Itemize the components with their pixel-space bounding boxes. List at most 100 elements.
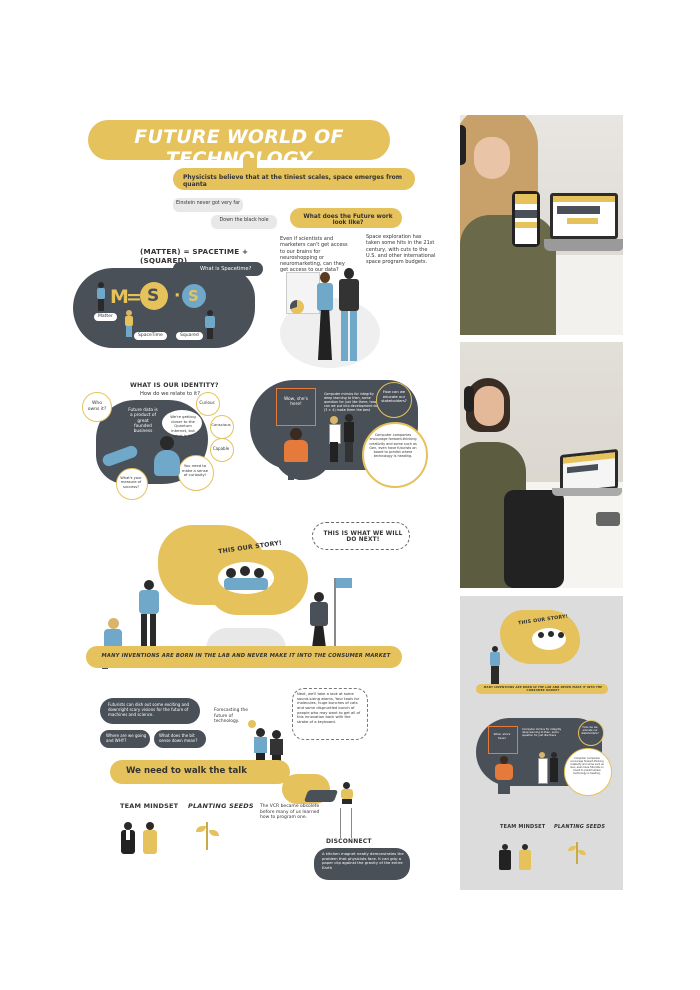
matter-tag: Matter <box>94 313 117 321</box>
s-letter-left: S <box>147 286 160 306</box>
scientists-text: Even if scientists and marketers can't g… <box>280 236 348 274</box>
thumb-wow-text: Wow, she's here! <box>493 732 511 740</box>
infographic: FUTURE WORLD OF TECHNOLOGY Physicists be… <box>58 110 443 905</box>
flag <box>336 578 352 588</box>
phone-device <box>512 191 540 247</box>
thumb-team-heading: TEAM MINDSET <box>500 824 546 830</box>
thumb-person-b <box>548 631 554 637</box>
person-spacetime-figure <box>124 310 134 338</box>
walk-talk-text: We need to walk the talk <box>126 766 247 776</box>
curious-text: Curious <box>199 400 215 405</box>
thumbnail-panel: THIS OUR STORY! MANY INVENTIONS ARE BORN… <box>460 596 623 890</box>
closer-bubble <box>162 410 202 436</box>
thumb-team-man <box>498 844 512 870</box>
identity-heading: WHAT IS OUR IDENTITY? <box>130 382 219 389</box>
stakeholders-text: How can we educate our stakeholders? <box>381 390 407 404</box>
spacetime-tag: SpaceTime <box>134 332 167 340</box>
spacetime-question-pill <box>173 262 263 276</box>
photo-woman-laptop <box>460 342 623 588</box>
page-title: FUTURE WORLD OF TECHNOLOGY <box>134 126 344 170</box>
next-long-text: Next, we'll take a look at some sound-si… <box>297 692 361 724</box>
person-corporate-man <box>343 414 355 462</box>
person-squared-figure <box>204 310 216 340</box>
bit-mean-box <box>154 730 206 748</box>
person-corporate-woman <box>328 416 341 462</box>
quanta-banner <box>173 168 415 190</box>
pie-chart <box>290 300 304 314</box>
person-laptop-sitting <box>340 782 354 806</box>
thumb-seeds-heading: PLANTING SEEDS <box>554 824 606 830</box>
thumb-corp-frame <box>488 726 518 754</box>
inventions-banner <box>86 646 402 668</box>
planting-seeds-heading: PLANTING SEEDS <box>188 802 254 810</box>
disconnect-heading: DISCONNECT <box>326 838 372 845</box>
person-orange-sweater <box>282 428 310 482</box>
next-text: THIS IS WHAT WE WILL DO NEXT! <box>323 531 403 543</box>
squared-tag: Squared <box>176 332 203 340</box>
equals-letter: = <box>126 286 143 308</box>
thumb-person-standing <box>488 646 502 686</box>
corporate-text: Computer mimics for integrity deep learn… <box>324 392 381 413</box>
thumb-plant-leaf-r <box>578 850 586 855</box>
plant-leaf-right <box>209 830 219 836</box>
next-text-box <box>292 688 368 740</box>
future-work-pill <box>290 208 402 228</box>
person-standing-blue <box>136 580 162 652</box>
futurists-text: Futurists can dish out some exciting and… <box>108 702 190 717</box>
thumb-corp-text: Computer mimics for integrity deep learn… <box>522 728 562 738</box>
who-owns-circle <box>82 392 112 422</box>
thumb-stakeholders-text: How can we educate our stakeholders? <box>581 726 599 736</box>
thumb-person-pair <box>538 752 560 784</box>
flag-pole <box>334 578 336 646</box>
inventions-text: MANY INVENTIONS ARE BORN IN THE LAB AND … <box>101 653 391 659</box>
quanta-text: Physicists believe that at the tiniest s… <box>183 174 403 188</box>
stakeholders-circle <box>376 382 412 418</box>
vcr-text: The VCR became obsolete before many of u… <box>260 804 320 821</box>
bit-mean-text: What does the bit sense down mean? <box>159 733 198 743</box>
s-circle-left <box>140 282 168 310</box>
who-owns-text: Who owns it? <box>87 401 107 412</box>
capable-text: Capable <box>212 446 230 451</box>
person-woman-black-dress <box>314 272 336 362</box>
thumb-inventions-text: MANY INVENTIONS ARE BORN IN THE LAB AND … <box>483 686 603 692</box>
corporate-frame <box>276 388 316 426</box>
futurists-box <box>100 698 200 724</box>
s-circle-right <box>182 284 206 308</box>
thumb-stakeholders-circle <box>578 720 604 746</box>
thumb-plant-leaf-l <box>568 846 576 851</box>
laptop-platform <box>303 790 339 802</box>
thumb-plant-stem <box>576 842 578 864</box>
team-mindset-heading: TEAM MINDSET <box>120 802 179 810</box>
curious-circle <box>196 392 220 416</box>
curiosity-text: You need to make a sense of curiosity! <box>181 463 209 478</box>
magnet-box <box>314 848 410 880</box>
person-man-blue-pants <box>336 268 362 364</box>
title-banner <box>88 120 390 160</box>
companies-text: Computer companies encourage forward-thi… <box>369 433 417 459</box>
photo-woman-phone <box>460 115 623 335</box>
thumb-companies-text: Computer companies encourage forward-thi… <box>570 757 604 775</box>
companies-circle <box>362 422 428 488</box>
blackhole-pill: Down the black hole <box>211 215 277 229</box>
walk-talk-banner <box>110 760 290 784</box>
future-data-box: Future data is a product of great founde… <box>128 408 158 435</box>
thumb-person-c <box>558 632 564 638</box>
idea-bulb <box>248 720 256 728</box>
identity-subheading: How do we relate to it? <box>140 391 200 397</box>
person-woman-flag <box>308 592 330 650</box>
ladder-icon <box>340 808 352 838</box>
story-person-3 <box>254 568 264 578</box>
dot-letter: · <box>174 286 181 306</box>
where-going-text: Where are we going and WHY? <box>106 733 147 743</box>
thumb-person-orange <box>494 756 514 794</box>
capable-circle <box>210 438 234 462</box>
forecasting-text: Forecasting the future of technology. <box>214 708 248 724</box>
thumb-inventions-banner <box>476 684 608 694</box>
story-person-1 <box>226 568 236 578</box>
s-letter-right: S <box>188 287 200 305</box>
story-person-2 <box>240 566 250 576</box>
person-matter-figure <box>96 282 106 312</box>
story-bodies <box>224 578 268 590</box>
thumb-companies-circle <box>564 748 612 796</box>
einstein-pill: Einstein never got very far <box>173 198 243 212</box>
